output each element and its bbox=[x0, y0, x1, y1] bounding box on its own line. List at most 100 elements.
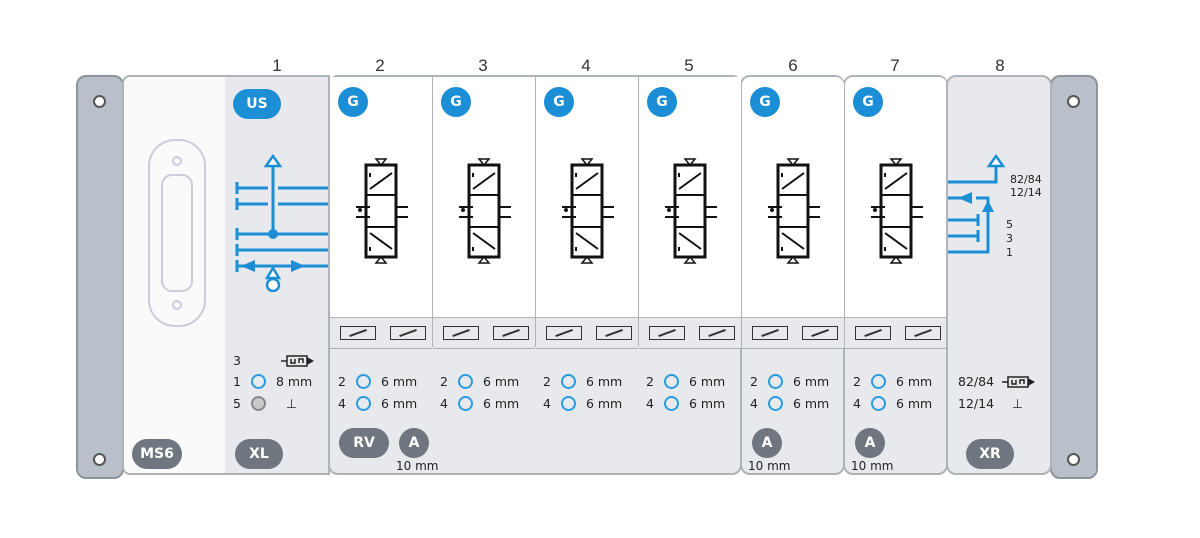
left-end-plate bbox=[76, 75, 124, 479]
valve-type-badge[interactable]: G bbox=[544, 87, 574, 117]
xr-badge[interactable]: XR bbox=[966, 439, 1014, 469]
solenoid-icon bbox=[596, 326, 632, 340]
solenoid-icon bbox=[855, 326, 891, 340]
port-row: 3 bbox=[233, 353, 317, 368]
port-size: 6 mm bbox=[688, 374, 726, 389]
port-connector-icon[interactable] bbox=[250, 374, 266, 389]
port-number: 2 bbox=[750, 374, 758, 389]
valve-type-badge[interactable]: G bbox=[338, 87, 368, 117]
valve-symbol-icon bbox=[562, 158, 614, 264]
port-row: 4 6 mm bbox=[543, 396, 622, 411]
port-number: 4 bbox=[338, 396, 346, 411]
port-number: 4 bbox=[750, 396, 758, 411]
a-size: 10 mm bbox=[851, 459, 894, 473]
column-number: 6 bbox=[788, 56, 798, 75]
supply-lines-diagram bbox=[235, 153, 329, 292]
valve-slot-7[interactable]: G bbox=[845, 77, 947, 349]
column-number: 1 bbox=[272, 56, 282, 75]
port-row: 4 6 mm bbox=[338, 396, 417, 411]
valve-slot-4[interactable]: G bbox=[535, 77, 638, 349]
valve-type-badge[interactable]: G bbox=[441, 87, 471, 117]
port-connector-icon[interactable] bbox=[870, 374, 886, 389]
screw-icon bbox=[1067, 95, 1080, 108]
solenoid-icon bbox=[493, 326, 529, 340]
exhaust-symbol: ⊥ bbox=[1012, 396, 1023, 411]
port-connector-icon[interactable] bbox=[663, 396, 679, 411]
port-connector-icon[interactable] bbox=[457, 374, 473, 389]
port-size: 6 mm bbox=[380, 396, 418, 411]
port-number: 2 bbox=[338, 374, 346, 389]
port-number: 5 bbox=[233, 396, 241, 411]
column-number: 8 bbox=[995, 56, 1005, 75]
us-badge[interactable]: US bbox=[233, 89, 281, 119]
port-size: 6 mm bbox=[585, 396, 623, 411]
valve-slot-2[interactable]: G bbox=[330, 77, 432, 349]
valve-type-badge[interactable]: G bbox=[853, 87, 883, 117]
a-badge[interactable]: A bbox=[855, 428, 885, 458]
port-number: 12/14 bbox=[958, 396, 995, 411]
port-number: 4 bbox=[543, 396, 551, 411]
port-size: 8 mm bbox=[275, 374, 313, 389]
left-end-module[interactable]: US 3 1 8 mm 5⊥ XL bbox=[225, 75, 330, 475]
port-number: 4 bbox=[646, 396, 654, 411]
port-row: 4 6 mm bbox=[853, 396, 932, 411]
supply-module[interactable]: MS6 bbox=[122, 75, 227, 475]
valve-symbol-icon bbox=[356, 158, 408, 264]
a-badge[interactable]: A bbox=[399, 428, 429, 458]
column-number: 2 bbox=[375, 56, 385, 75]
a-badge[interactable]: A bbox=[752, 428, 782, 458]
port-row: 12/14 ⊥ bbox=[958, 396, 1023, 411]
solenoid-icon bbox=[340, 326, 376, 340]
supply-lines-diagram bbox=[948, 153, 1006, 254]
port-number: 1 bbox=[233, 374, 241, 389]
port-connector-icon[interactable] bbox=[355, 396, 371, 411]
port-connector-icon[interactable] bbox=[767, 396, 783, 411]
solenoid-icon bbox=[546, 326, 582, 340]
screw-icon bbox=[93, 95, 106, 108]
rv-badge[interactable]: RV bbox=[339, 428, 389, 458]
port-number: 4 bbox=[440, 396, 448, 411]
port-plug-icon[interactable] bbox=[250, 396, 266, 411]
ms6-badge[interactable]: MS6 bbox=[132, 439, 182, 469]
valve-symbol-icon bbox=[459, 158, 511, 264]
valve-symbol-icon bbox=[768, 158, 820, 264]
port-connector-icon[interactable] bbox=[870, 396, 886, 411]
port-row: 5⊥ bbox=[233, 396, 297, 411]
port-number: 3 bbox=[233, 353, 241, 368]
port-size: 6 mm bbox=[792, 396, 830, 411]
valve-slot-3[interactable]: G bbox=[432, 77, 535, 349]
xl-badge[interactable]: XL bbox=[235, 439, 283, 469]
solenoid-strip bbox=[536, 317, 638, 349]
valve-type-badge[interactable]: G bbox=[750, 87, 780, 117]
valve-slot-5[interactable]: G bbox=[638, 77, 741, 349]
port-connector-icon[interactable] bbox=[355, 374, 371, 389]
port-connector-icon[interactable] bbox=[663, 374, 679, 389]
valve-slot-6[interactable]: G bbox=[742, 77, 844, 349]
solenoid-strip bbox=[845, 317, 947, 349]
solenoid-strip bbox=[742, 317, 844, 349]
port-connector-icon[interactable] bbox=[767, 374, 783, 389]
column-number: 4 bbox=[581, 56, 591, 75]
solenoid-strip bbox=[433, 317, 535, 349]
port-connector-icon[interactable] bbox=[560, 374, 576, 389]
valve-type-badge[interactable]: G bbox=[647, 87, 677, 117]
port-row: 82/84 bbox=[958, 374, 1038, 389]
port-connector-icon[interactable] bbox=[457, 396, 473, 411]
valve-symbol-icon bbox=[871, 158, 923, 264]
column-number: 3 bbox=[478, 56, 488, 75]
port-connector-icon[interactable] bbox=[560, 396, 576, 411]
port-size: 6 mm bbox=[895, 396, 933, 411]
solenoid-icon bbox=[699, 326, 735, 340]
port-row: 1 8 mm bbox=[233, 374, 312, 389]
a-size: 10 mm bbox=[748, 459, 791, 473]
port-number: 4 bbox=[853, 396, 861, 411]
port-number: 82/84 bbox=[958, 374, 995, 389]
port-size: 6 mm bbox=[585, 374, 623, 389]
